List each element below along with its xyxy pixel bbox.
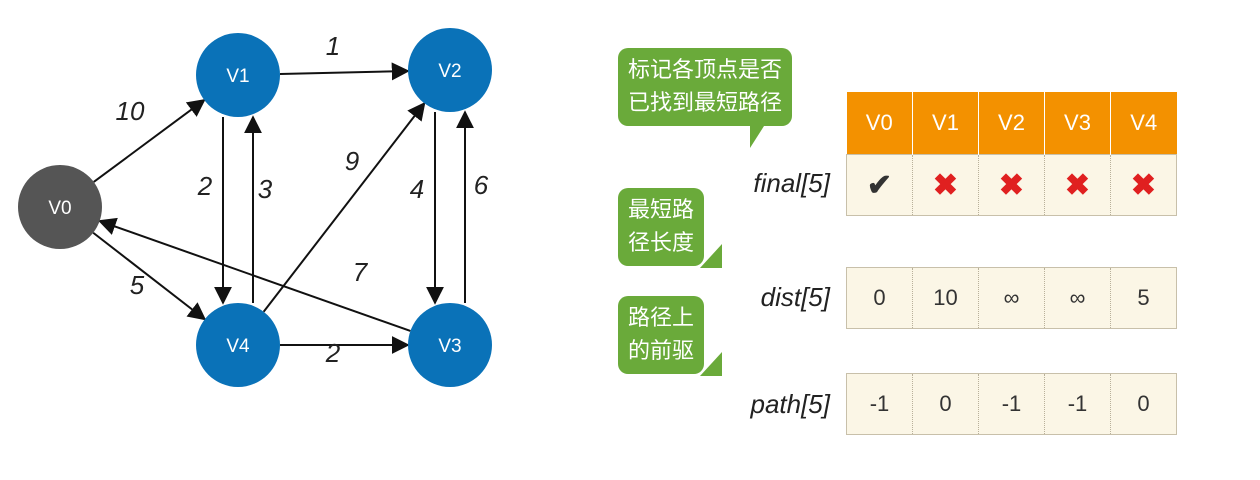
callout-final: 标记各顶点是否 已找到最短路径: [618, 48, 793, 148]
edge-v4-to-v2: [262, 101, 426, 313]
header-cell-v2: V2: [978, 92, 1045, 155]
final-cell-v4: ✖: [1110, 154, 1177, 216]
node-circle: [196, 303, 280, 387]
header-cell-v0: V0: [846, 92, 913, 155]
row-label-path: path[5]: [750, 389, 830, 419]
edge-weight-v2-v3: 4: [410, 174, 424, 204]
node-circle: [408, 28, 492, 112]
header-row: V0 V1 V2 V3 V4: [846, 92, 1177, 155]
callout-path: 路径上 的前驱: [618, 296, 723, 376]
path-cell-v0: -1: [846, 373, 913, 435]
node-circle: [196, 33, 280, 117]
final-cell-v3: ✖: [1044, 154, 1111, 216]
header-cell-v4: V4: [1110, 92, 1177, 155]
header-cell-v3: V3: [1044, 92, 1111, 155]
callout-dist-line-1: 最短路: [628, 198, 695, 223]
edge-v0-to-v4: [92, 231, 207, 321]
edge-v1-to-v2: [279, 62, 410, 81]
dist-array-table: 0 10 ∞ ∞ 5: [846, 267, 1177, 329]
path-cell-v1: 0: [912, 373, 979, 435]
node-circle: [18, 165, 102, 249]
dist-cell-v0: 0: [846, 267, 913, 329]
dist-cell-v3: ∞: [1044, 267, 1111, 329]
node-label: V4: [226, 336, 250, 357]
edge-weight-v4-v2: 9: [345, 146, 359, 176]
node-v4: V4: [196, 303, 280, 387]
node-v2: V2: [408, 28, 492, 112]
final-array-table: V0 V1 V2 V3 V4 ✔ ✖ ✖ ✖ ✖: [846, 92, 1177, 216]
edge-weight-v0-v1: 10: [116, 96, 145, 126]
path-cell-v3: -1: [1044, 373, 1111, 435]
callout-final-line-1: 标记各顶点是否: [628, 58, 783, 83]
row-label-dist: dist[5]: [760, 282, 830, 312]
node-v1: V1: [196, 33, 280, 117]
node-circle: [408, 303, 492, 387]
path-cell-v4: 0: [1110, 373, 1177, 435]
callout-path-line-1: 路径上: [628, 306, 695, 331]
node-label: V0: [48, 198, 71, 219]
cross-icon: ✖: [932, 168, 959, 202]
node-label: V2: [438, 61, 461, 82]
edge-weight-v3-v0: 7: [353, 257, 369, 287]
edge-weight-v4-v1: 3: [258, 174, 273, 204]
callout-dist: 最短路 径长度: [618, 188, 723, 268]
header-cell-v1: V1: [912, 92, 979, 155]
check-icon: ✔: [866, 168, 893, 202]
final-cell-v1: ✖: [912, 154, 979, 216]
final-cell-v2: ✖: [978, 154, 1045, 216]
dist-row: 0 10 ∞ ∞ 5: [846, 267, 1177, 329]
row-label-final: final[5]: [753, 168, 830, 198]
final-cell-v0: ✔: [846, 154, 913, 216]
edge-v0-to-v1: [93, 98, 206, 183]
path-cell-v2: -1: [978, 373, 1045, 435]
node-label: V3: [438, 336, 461, 357]
edge-weight-v1-v4: 2: [197, 171, 213, 201]
cross-icon: ✖: [1130, 168, 1157, 202]
edge-v3-to-v0: [97, 217, 411, 332]
edge-weight-v4-v3: 2: [325, 338, 341, 368]
dist-cell-v2: ∞: [978, 267, 1045, 329]
dist-cell-v1: 10: [912, 267, 979, 329]
cross-icon: ✖: [998, 168, 1025, 202]
final-row: ✔ ✖ ✖ ✖ ✖: [846, 154, 1177, 216]
edge-weight-v0-v4: 5: [130, 270, 145, 300]
node-v0: V0: [18, 165, 102, 249]
node-label: V1: [226, 66, 249, 87]
path-row: -1 0 -1 -1 0: [846, 373, 1177, 435]
callout-dist-line-2: 径长度: [628, 231, 695, 256]
cross-icon: ✖: [1064, 168, 1091, 202]
edge-weight-v3-v2: 6: [474, 170, 489, 200]
node-v3: V3: [408, 303, 492, 387]
path-array-table: -1 0 -1 -1 0: [846, 373, 1177, 435]
callout-path-line-2: 的前驱: [628, 339, 695, 364]
edge-weight-v1-v2: 1: [326, 31, 340, 61]
dist-cell-v4: 5: [1110, 267, 1177, 329]
callout-final-line-2: 已找到最短路径: [628, 91, 783, 116]
